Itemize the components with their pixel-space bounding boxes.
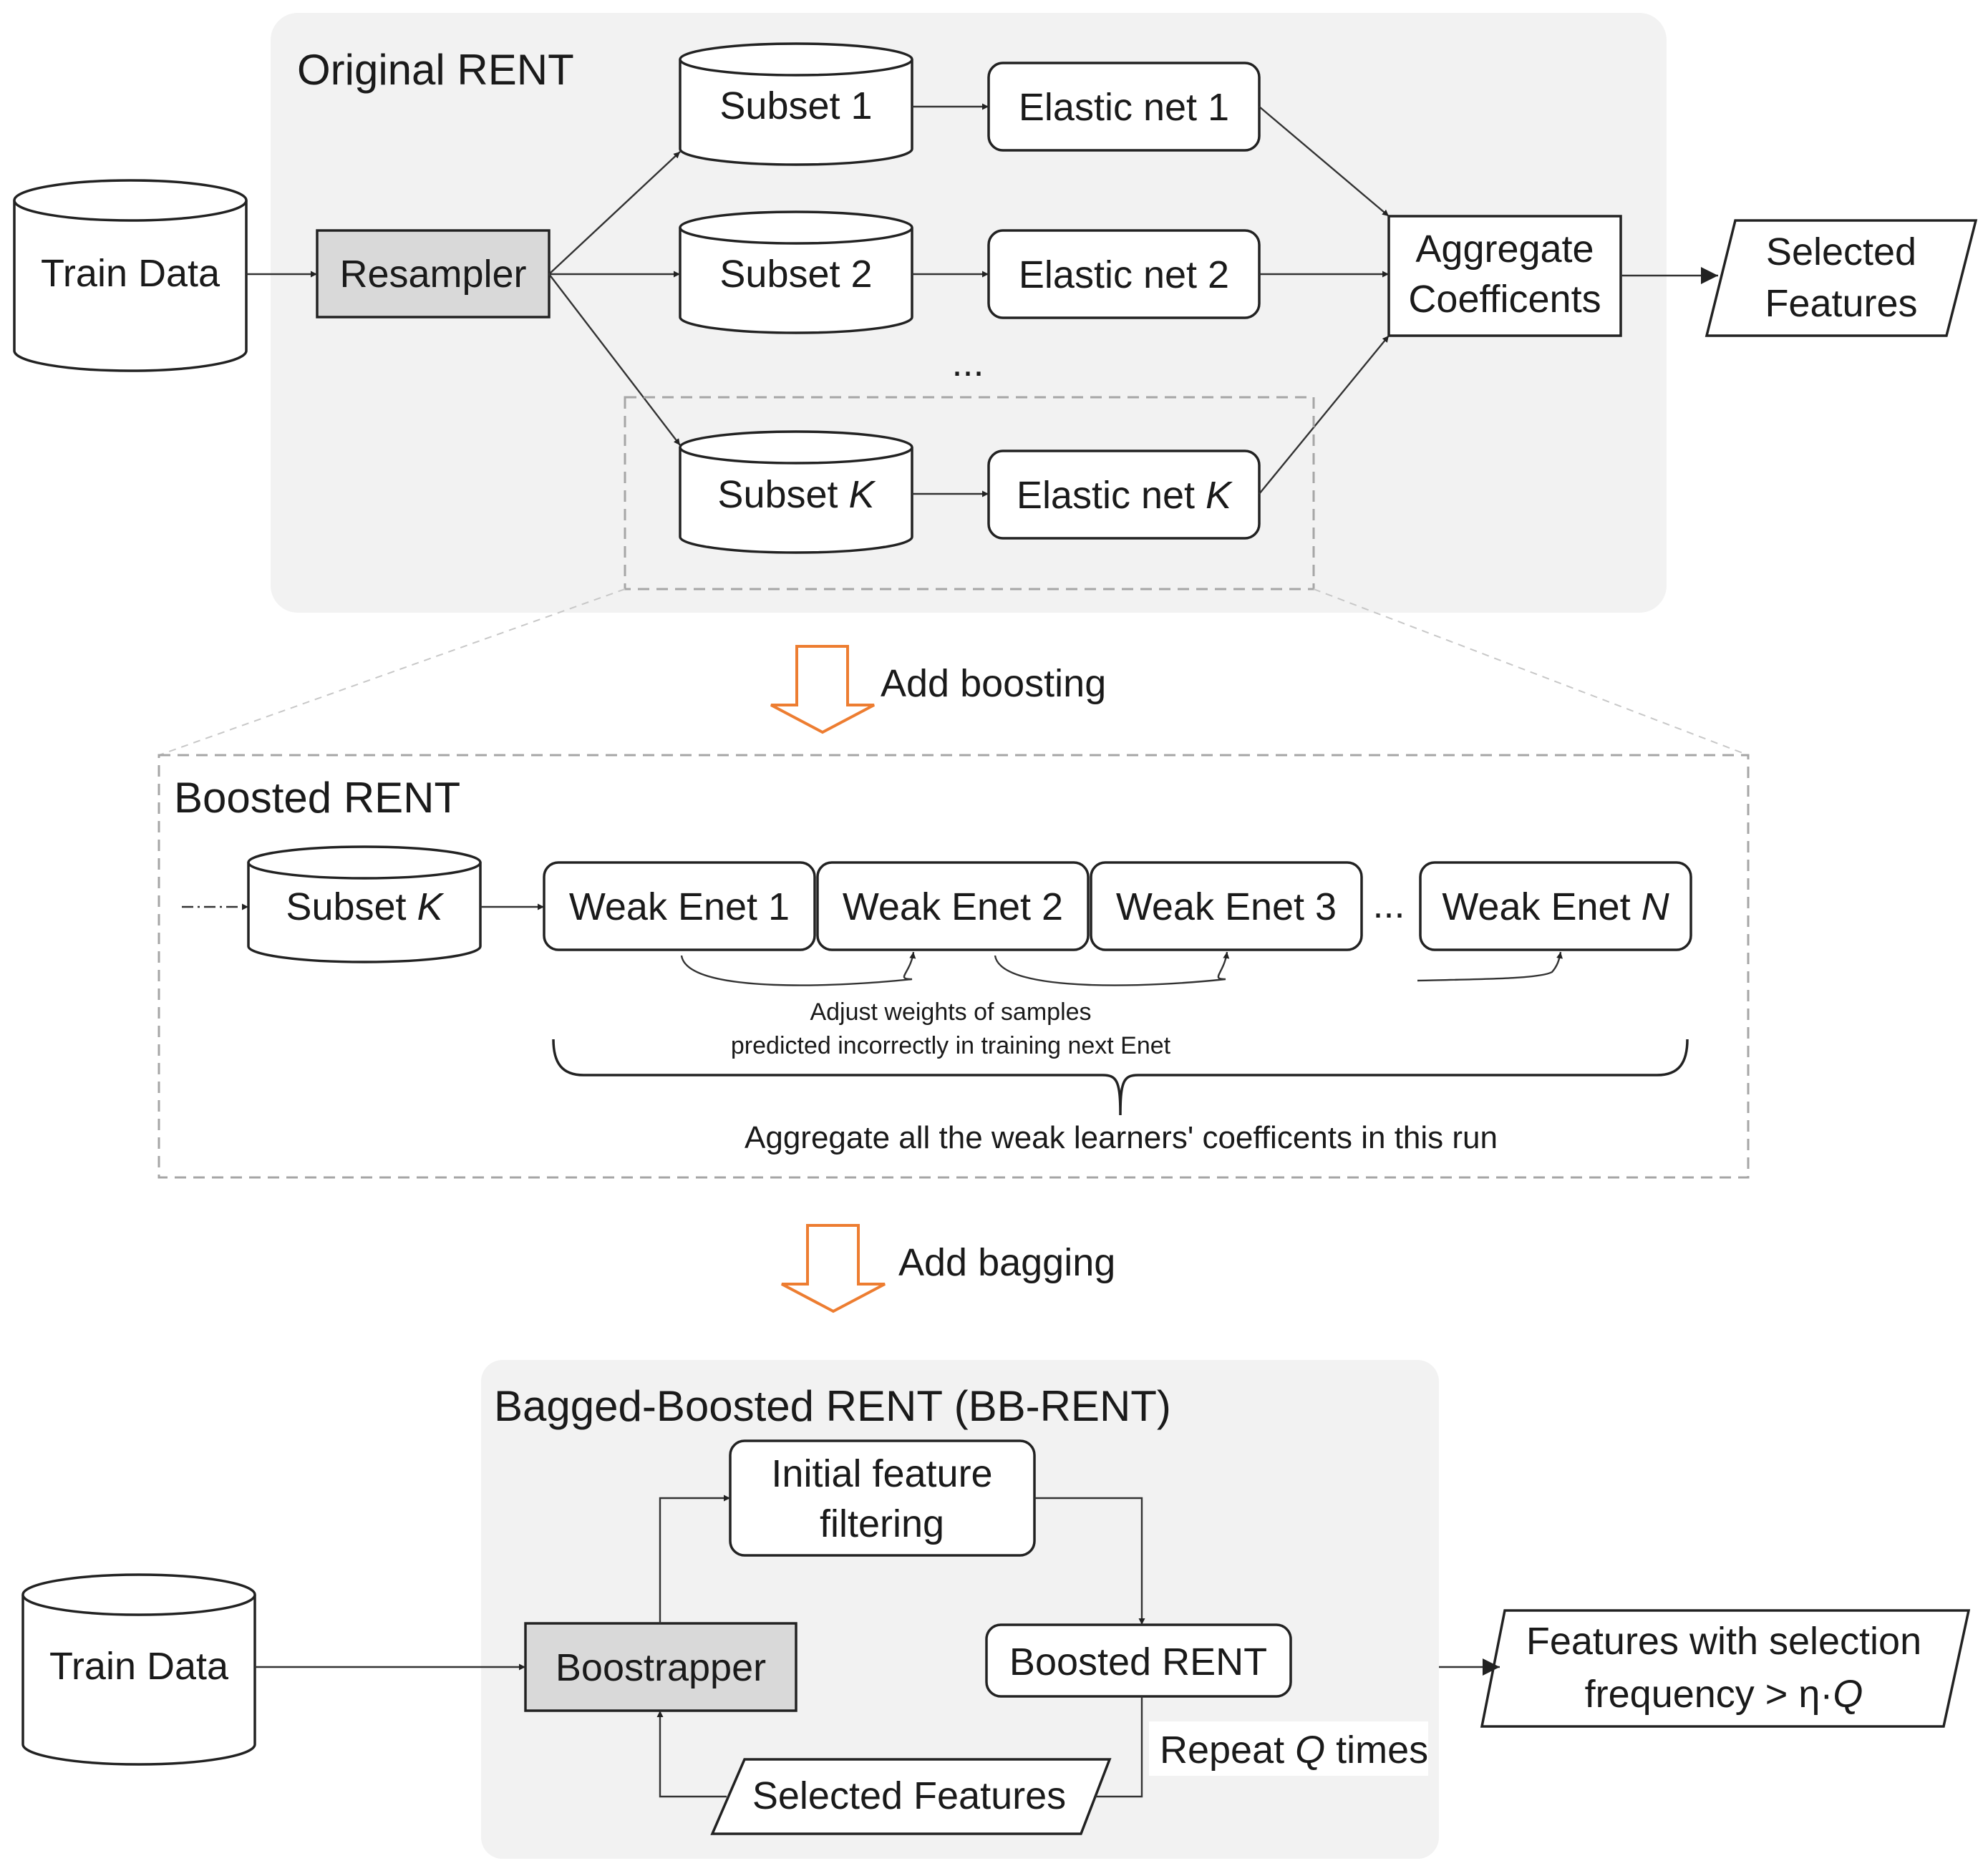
repeat-q-times-label: Repeat Q times (1160, 1729, 1428, 1772)
edge-filtering-to-boosted-rent (1034, 1497, 1145, 1625)
elastic-net-k-label: Elastic net K (1017, 474, 1233, 517)
subset-k-cylinder (679, 430, 913, 554)
original-rent-panel (271, 13, 1667, 613)
bb-output-features-box (1480, 1609, 1971, 1728)
adjust-weights-note-bg (707, 993, 1194, 1063)
bb-selected-features-box (710, 1758, 1112, 1835)
subset-1-label: Subset 1 (719, 84, 872, 127)
add-bagging-label: Add bagging (898, 1241, 1115, 1284)
boosted-rent-title: Boosted RENT (174, 774, 460, 822)
subset-k-label: Subset K (717, 473, 876, 516)
zoom-frame-subset-k (624, 396, 1315, 591)
weak-enet-3-label: Weak Enet 3 (1116, 885, 1337, 928)
original-rent-title: Original RENT (297, 46, 574, 94)
edge-resampler-to-subset-1 (548, 151, 681, 275)
boosted-rent-box (985, 1623, 1292, 1698)
subset-2-label: Subset 2 (719, 253, 872, 296)
weak-enet-2-box (816, 861, 1090, 951)
weak-enet-n-label: Weak Enet N (1442, 885, 1669, 928)
zoom-line-right (1313, 588, 1749, 756)
add-bagging-arrow (781, 1224, 886, 1313)
weak-enet-2-label: Weak Enet 2 (843, 885, 1063, 928)
subset-1-cylinder (679, 42, 913, 166)
resampler-label: Resampler (339, 253, 526, 296)
repeat-note-bg (1149, 1721, 1428, 1776)
boosted-rent-label: Boosted RENT (1009, 1641, 1267, 1683)
bb-train-data-label: Train Data (49, 1645, 229, 1688)
resampler-box (316, 229, 551, 319)
aggregate-weak-learners-note: Aggregate all the weak learners' coeffic… (745, 1120, 1498, 1155)
add-boosting-arrow (770, 645, 875, 734)
edge-boosted-rent-to-selected (1095, 1696, 1143, 1798)
bootstrapper-label: Boostrapper (556, 1646, 766, 1689)
subset-2-cylinder (679, 210, 913, 334)
aggregate-note-bg (724, 1115, 1518, 1161)
bb-selected-features-label: Selected Features (752, 1774, 1066, 1817)
boost-arrow-2-to-3 (994, 951, 1230, 986)
edge-selected-to-bootstrapper (656, 1711, 727, 1798)
edge-net-1-to-aggregate (1259, 106, 1390, 217)
weak-enet-3-box (1090, 861, 1363, 951)
zoom-line-left (158, 588, 626, 756)
elastic-net-1-label: Elastic net 1 (1019, 86, 1229, 129)
weak-enet-1-box (543, 861, 816, 951)
boosted-ellipsis: ... (1372, 883, 1405, 926)
weak-enet-1-label: Weak Enet 1 (569, 885, 790, 928)
train-data-label: Train Data (41, 252, 220, 295)
train-data-cylinder (13, 179, 248, 372)
boosted-subset-k-cylinder (247, 845, 482, 963)
add-boosting-label: Add boosting (881, 662, 1106, 705)
elastic-net-2-label: Elastic net 2 (1019, 253, 1229, 296)
edge-resampler-to-subset-k (548, 273, 681, 446)
boost-arrow-to-n (1417, 951, 1563, 982)
bb-rent-title: Bagged-Boosted RENT (BB-RENT) (494, 1382, 1171, 1430)
boosted-subset-k-label: Subset K (286, 885, 444, 928)
bb-train-data-cylinder (21, 1573, 256, 1766)
edge-bootstrapper-to-filtering (659, 1495, 730, 1623)
selected-features-output (1705, 219, 1978, 337)
edge-net-k-to-aggregate (1259, 335, 1390, 495)
aggregate-coefficients-box (1387, 215, 1622, 337)
weak-enet-n-box (1419, 861, 1692, 951)
boost-arrow-1-to-2 (680, 951, 916, 986)
original-ellipsis: ... (951, 341, 984, 384)
